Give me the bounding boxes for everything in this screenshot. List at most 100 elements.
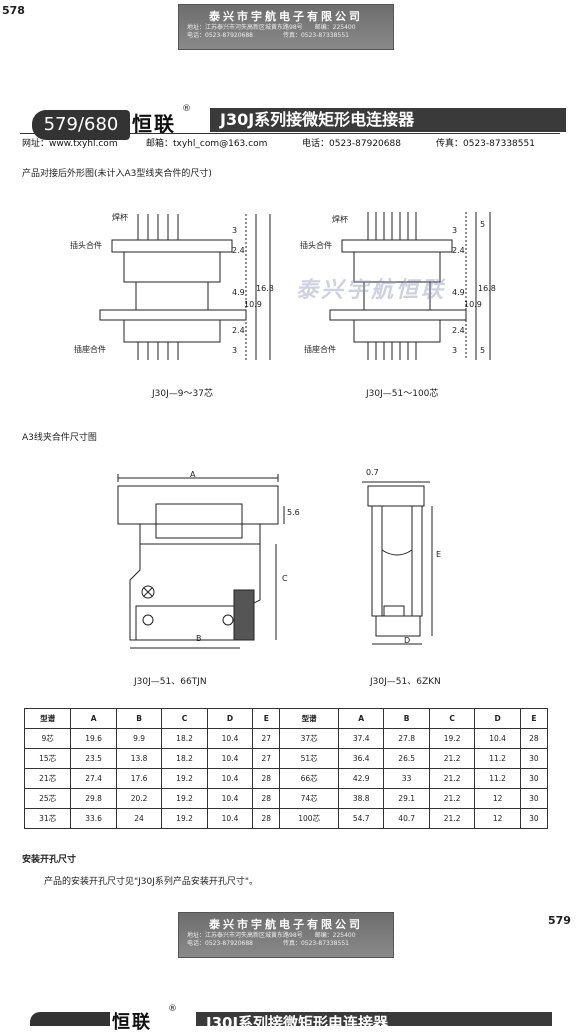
- dim-5-6: 5.6: [287, 508, 300, 517]
- table-header-row: 型谱 A B C D E 型谱 A B C D E: [23, 708, 549, 729]
- page-number-top: 578: [2, 4, 25, 17]
- table-header-cell: B: [383, 708, 430, 729]
- section2-caption: A3线夹合件尺寸图: [22, 433, 97, 443]
- right-socket-label: 插座合件: [304, 345, 336, 354]
- table-cell: 17.6: [115, 768, 163, 789]
- table-cell: 27: [252, 748, 281, 769]
- table-cell: 10.4: [206, 768, 254, 789]
- registered-mark: ®: [182, 104, 191, 114]
- clamp-assembly-drawings: [117, 474, 433, 649]
- left-dim-4: 10.9: [244, 300, 262, 309]
- table-cell: 21芯: [23, 768, 72, 789]
- table-cell: 27.8: [383, 728, 430, 749]
- table-cell: 12: [474, 808, 521, 829]
- table-cell: 51芯: [279, 748, 339, 769]
- table-cell: 28: [519, 728, 549, 749]
- banner-company: 泰兴市宇航电子有限公司: [209, 10, 363, 23]
- table-header-cell: A: [70, 708, 117, 729]
- left-dim-7: 3: [232, 346, 238, 355]
- table-cell: 18.2: [161, 728, 208, 749]
- table-cell: 10.4: [206, 748, 254, 769]
- table-cell: 21.2: [428, 748, 476, 769]
- table-cell: 66芯: [279, 768, 339, 789]
- table-cell: 19.2: [428, 728, 476, 749]
- table-cell: 19.2: [161, 768, 208, 789]
- dim-b: B: [196, 634, 202, 643]
- table-cell: 40.7: [383, 808, 430, 829]
- table-header-cell: D: [206, 708, 254, 729]
- table-cell: 19.2: [161, 788, 208, 809]
- left-dim-3: 4.9: [232, 288, 245, 297]
- table-header-cell: C: [161, 708, 208, 729]
- table-cell: 28: [252, 788, 281, 809]
- table-cell: 23.5: [70, 748, 117, 769]
- right-dim-7: 2.4: [452, 326, 465, 335]
- left-socket-label: 插座合件: [74, 345, 106, 354]
- clamp-left-outline: [117, 474, 285, 649]
- table-cell: 20.2: [115, 788, 163, 809]
- table-cell: 28: [252, 768, 281, 789]
- page-number-bottom: 579: [548, 914, 571, 927]
- table-header-cell: C: [428, 708, 476, 729]
- banner-address: 地址：江苏泰兴市河失高新区城黄东路98号 邮编：225400: [187, 24, 356, 31]
- table-cell: 54.7: [337, 808, 385, 829]
- table-cell: 30: [519, 748, 549, 769]
- clamp-left-caption: J30J—51、66TJN: [134, 677, 207, 687]
- right-dim-4: 4.9: [452, 288, 465, 297]
- table-cell: 12: [474, 788, 521, 809]
- table-cell: 37.4: [337, 728, 385, 749]
- dim-e: E: [436, 550, 442, 559]
- table-cell: 29.1: [383, 788, 430, 809]
- next-page-series-title: J30J系列接微矩形电连接器: [196, 1012, 552, 1026]
- table-cell: 10.4: [206, 808, 254, 829]
- table-header-cell: E: [252, 708, 281, 729]
- table-cell: 100芯: [279, 808, 339, 829]
- dim-d: D: [404, 636, 411, 645]
- brand-name: 恒联: [132, 112, 176, 136]
- table-header-cell: B: [115, 708, 163, 729]
- left-dim-6: 2.4: [232, 326, 245, 335]
- right-cup-label: 焊杯: [332, 215, 348, 224]
- table-cell: 11.2: [474, 748, 521, 769]
- watermark: 泰兴宇航恒联: [296, 278, 447, 303]
- install-title: 安装开孔尺寸: [22, 855, 77, 865]
- table-cell: 37芯: [279, 728, 339, 749]
- table-cell: 33: [383, 768, 430, 789]
- table-cell: 21.2: [428, 768, 476, 789]
- table-header-cell: D: [474, 708, 521, 729]
- install-text: 产品的安装开孔尺寸见"J30J系列产品安装开孔尺寸"。: [44, 877, 259, 887]
- series-title: J30J系列接微矩形电连接器: [210, 108, 566, 132]
- table-cell: 28: [252, 808, 281, 829]
- right-plug-label: 插头合件: [300, 241, 332, 250]
- tel: 电话：0523-87920688: [302, 139, 401, 149]
- table-cell: 21.2: [428, 788, 476, 809]
- right-dim-2: 5: [480, 220, 486, 229]
- left-dim-1: 3: [232, 226, 238, 235]
- right-dim-1: 3: [452, 226, 458, 235]
- next-page-registered-mark: ®: [168, 1004, 177, 1014]
- table-header-cell: 型谱: [279, 708, 339, 729]
- table-cell: 15芯: [23, 748, 72, 769]
- left-plug-label: 插头合件: [70, 241, 102, 250]
- section1-caption: 产品对接后外形图(未计入A3型线夹合件的尺寸): [22, 169, 212, 179]
- left-dim-5: 16.8: [256, 284, 274, 293]
- table-cell: 19.6: [70, 728, 117, 749]
- table-cell: 24: [115, 808, 163, 829]
- table-cell: 30: [519, 788, 549, 809]
- table-cell: 31芯: [23, 808, 72, 829]
- clamp-right-caption: J30J—51、6ZKN: [370, 677, 441, 687]
- dim-c: C: [282, 574, 288, 583]
- right-dim-5: 10.9: [464, 300, 482, 309]
- left-connector-outline: [99, 214, 271, 360]
- table-cell: 21.2: [428, 808, 476, 829]
- table-cell: 30: [519, 768, 549, 789]
- table-cell: 26.5: [383, 748, 430, 769]
- left-fig-caption: J30J—9～37芯: [152, 389, 213, 399]
- company-banner-bottom: 泰兴市宇航电子有限公司 地址：江苏泰兴市河失高新区城黄东路98号 邮编：2254…: [178, 912, 394, 958]
- table-cell: 18.2: [161, 748, 208, 769]
